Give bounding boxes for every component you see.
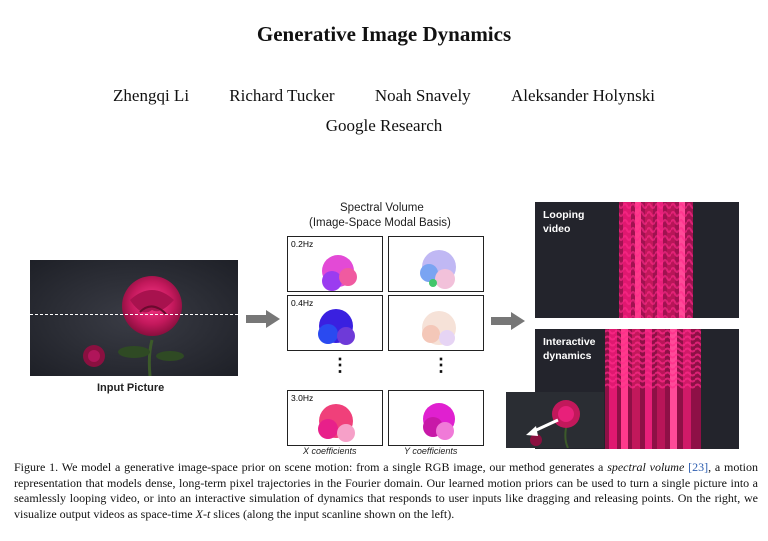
x-coefficients-label: X coefficients xyxy=(303,446,357,456)
spectral-thumb-y-2 xyxy=(388,390,484,446)
interactive-dynamics-label: Interactive dynamics xyxy=(543,335,623,363)
xt-slice-looping xyxy=(619,202,693,318)
spectral-thumb-y-1 xyxy=(388,295,484,351)
author-list: Zhengqi Li Richard Tucker Noah Snavely A… xyxy=(0,86,768,106)
y-coefficients-label: Y coefficients xyxy=(404,446,458,456)
arrow-right-icon xyxy=(246,310,280,328)
spectral-thumb-x-1: 0.4Hz xyxy=(287,295,383,351)
caption-prefix: Figure 1. We model a generative image-sp… xyxy=(14,460,608,474)
freq-label: 3.0Hz xyxy=(291,393,314,403)
xt-slice-interactive xyxy=(605,329,701,449)
ellipsis-icon: ⋮ xyxy=(331,355,349,375)
input-picture-label: Input Picture xyxy=(97,382,165,394)
freq-label: 0.2Hz xyxy=(291,239,314,249)
figure-caption: Figure 1. We model a generative image-sp… xyxy=(14,460,758,522)
freq-label: 0.4Hz xyxy=(291,298,314,308)
paper-title: Generative Image Dynamics xyxy=(256,22,512,46)
drag-arrow-icon xyxy=(526,426,538,436)
spectral-thumb-x-0: 0.2Hz xyxy=(287,236,383,292)
caption-emph-xt: X-t xyxy=(195,506,211,521)
spectral-thumb-x-2: 3.0Hz xyxy=(287,390,383,446)
caption-middle: , a motion representation that models de… xyxy=(14,460,759,521)
interactive-label-line1: Interactive xyxy=(543,336,596,348)
scanline xyxy=(30,314,238,315)
looping-video-slice: Looping video xyxy=(535,202,739,318)
author-name: Aleksander Holynski xyxy=(510,86,655,105)
affiliation: Google Research xyxy=(325,116,443,135)
caption-citation-link[interactable]: [23] xyxy=(688,460,709,474)
author-name: Zhengqi Li xyxy=(113,86,190,105)
ellipsis-icon: ⋮ xyxy=(432,355,450,375)
caption-emph-spectral-volume: spectral volume xyxy=(607,460,685,474)
interactive-dynamics-slice: Interactive dynamics xyxy=(535,329,739,449)
rose-image xyxy=(30,260,238,376)
caption-suffix: slices (along the input scanline shown o… xyxy=(210,506,455,521)
spectral-title-line1: Spectral Volume xyxy=(340,202,424,214)
looping-video-label: Looping video xyxy=(543,208,603,236)
drag-inset-image xyxy=(506,392,604,448)
looping-label-line2: video xyxy=(543,223,571,235)
looping-label-line1: Looping xyxy=(543,209,585,221)
interactive-label-line2: dynamics xyxy=(543,350,592,362)
arrow-right-icon xyxy=(491,312,525,330)
input-picture xyxy=(30,260,238,376)
spectral-title-line2: (Image-Space Modal Basis) xyxy=(309,217,451,229)
author-name: Noah Snavely xyxy=(374,86,471,105)
author-name: Richard Tucker xyxy=(229,86,335,105)
spectral-thumb-y-0 xyxy=(388,236,484,292)
